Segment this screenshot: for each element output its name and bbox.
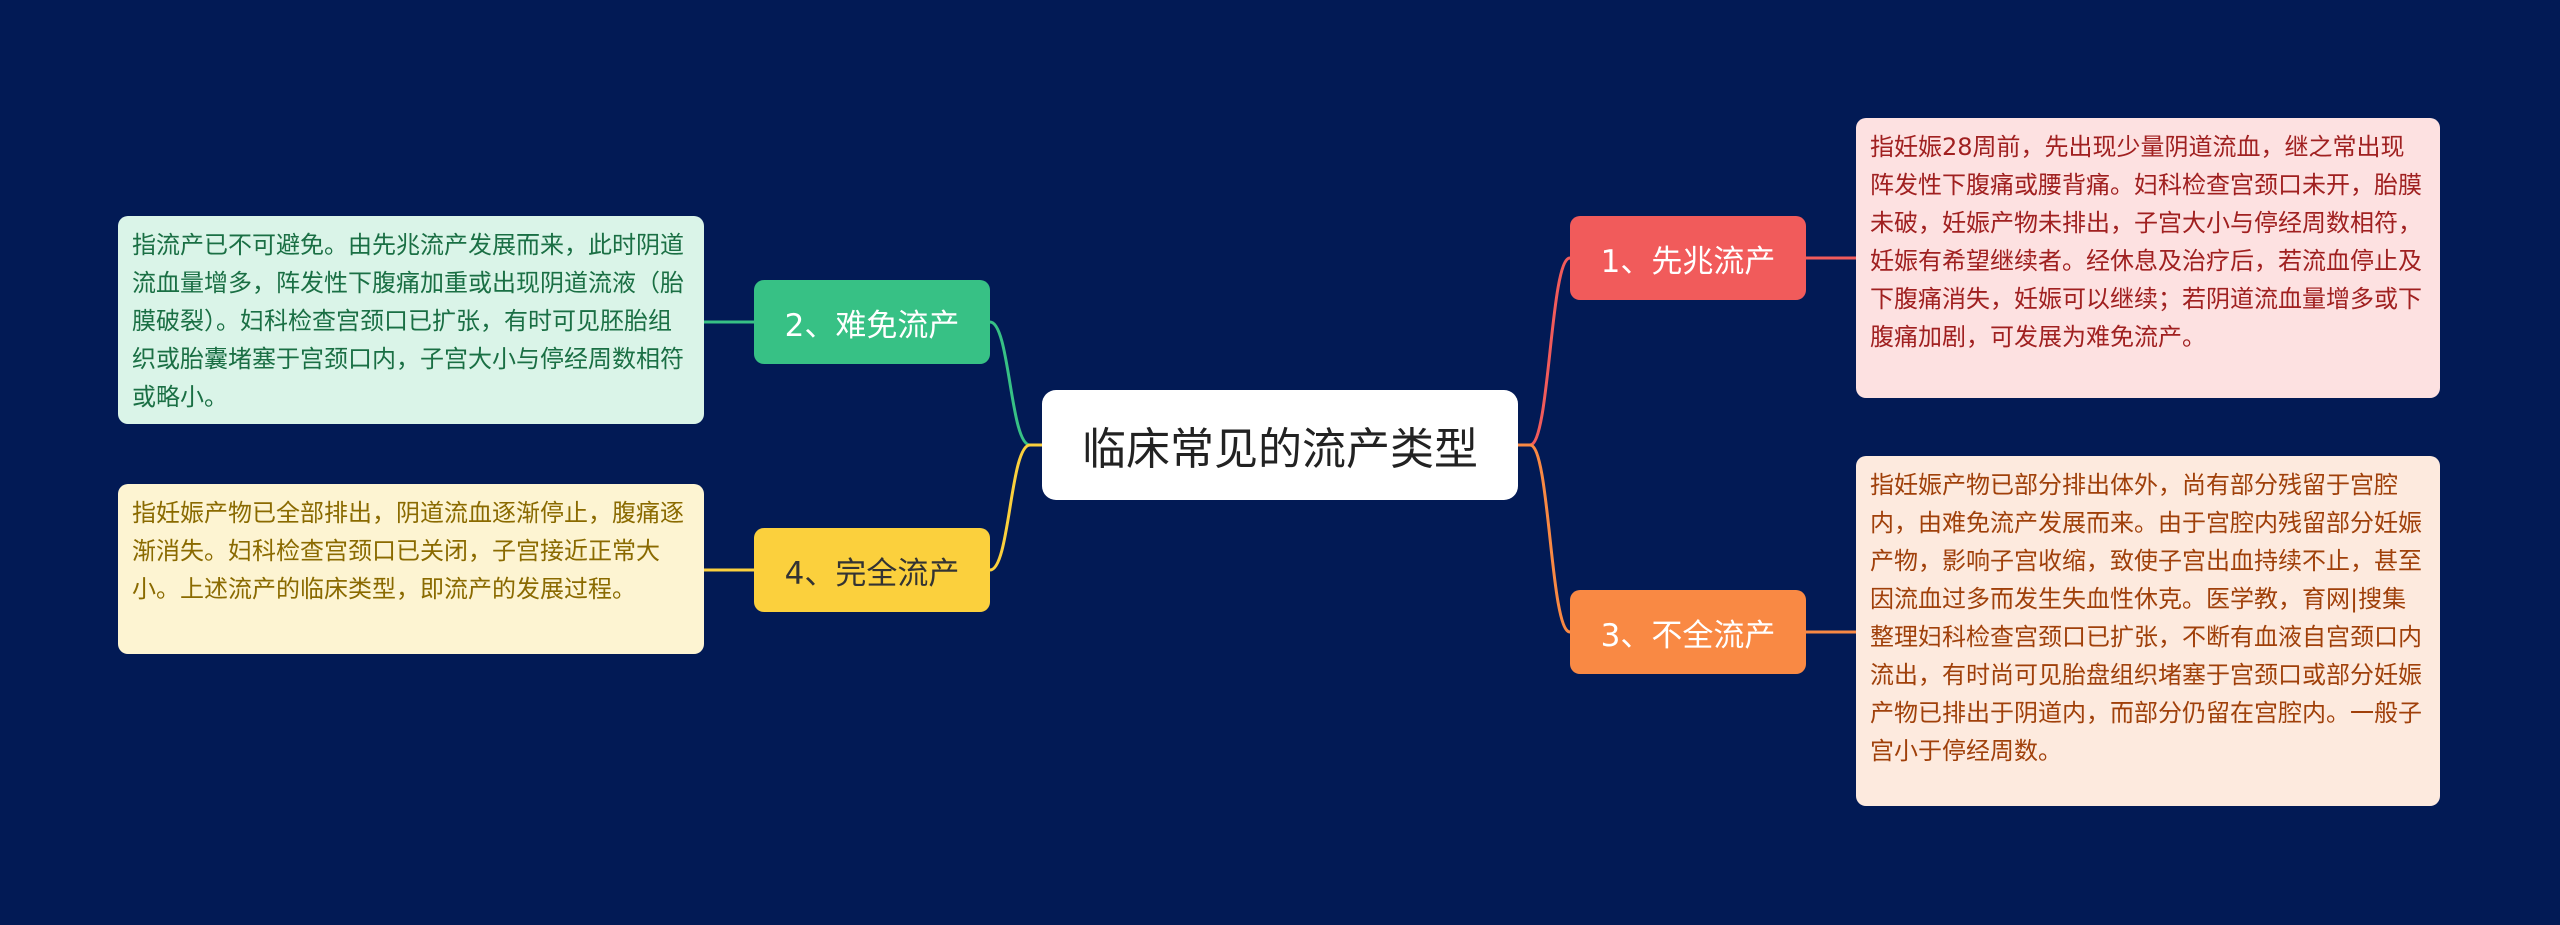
description-text: 指流产已不可避免。由先兆流产发展而来，此时阴道流血量增多，阵发性下腹痛加重或出现…	[132, 231, 684, 411]
description-text: 指妊娠产物已部分排出体外，尚有部分残留于宫腔内，由难免流产发展而来。由于宫腔内残…	[1870, 471, 2422, 765]
description-text: 指妊娠产物已全部排出，阴道流血逐渐停止，腹痛逐渐消失。妇科检查宫颈口已关闭，子宫…	[132, 499, 684, 603]
branch-label: 2、难免流产	[784, 307, 960, 344]
branch-label: 3、不全流产	[1600, 617, 1776, 654]
branch-label: 1、先兆流产	[1600, 243, 1776, 280]
link-center-b1	[1518, 256, 1571, 447]
link-center-b4	[989, 443, 1042, 572]
link-center-b2	[989, 320, 1042, 447]
description-threatened-abortion[interactable]: 指妊娠28周前，先出现少量阴道流血，继之常出现阵发性下腹痛或腰背痛。妇科检查宫颈…	[1856, 118, 2440, 398]
branch-incomplete-abortion[interactable]: 3、不全流产	[1570, 590, 1806, 674]
description-complete-abortion[interactable]: 指妊娠产物已全部排出，阴道流血逐渐停止，腹痛逐渐消失。妇科检查宫颈口已关闭，子宫…	[118, 484, 704, 654]
link-center-b3	[1518, 443, 1571, 634]
description-text: 指妊娠28周前，先出现少量阴道流血，继之常出现阵发性下腹痛或腰背痛。妇科检查宫颈…	[1870, 133, 2422, 351]
branch-inevitable-abortion[interactable]: 2、难免流产	[754, 280, 990, 364]
branch-label: 4、完全流产	[784, 555, 960, 592]
description-inevitable-abortion[interactable]: 指流产已不可避免。由先兆流产发展而来，此时阴道流血量增多，阵发性下腹痛加重或出现…	[118, 216, 704, 424]
center-topic-label: 临床常见的流产类型	[1082, 424, 1478, 475]
center-topic[interactable]: 临床常见的流产类型	[1042, 390, 1518, 500]
branch-complete-abortion[interactable]: 4、完全流产	[754, 528, 990, 612]
description-incomplete-abortion[interactable]: 指妊娠产物已部分排出体外，尚有部分残留于宫腔内，由难免流产发展而来。由于宫腔内残…	[1856, 456, 2440, 806]
branch-threatened-abortion[interactable]: 1、先兆流产	[1570, 216, 1806, 300]
